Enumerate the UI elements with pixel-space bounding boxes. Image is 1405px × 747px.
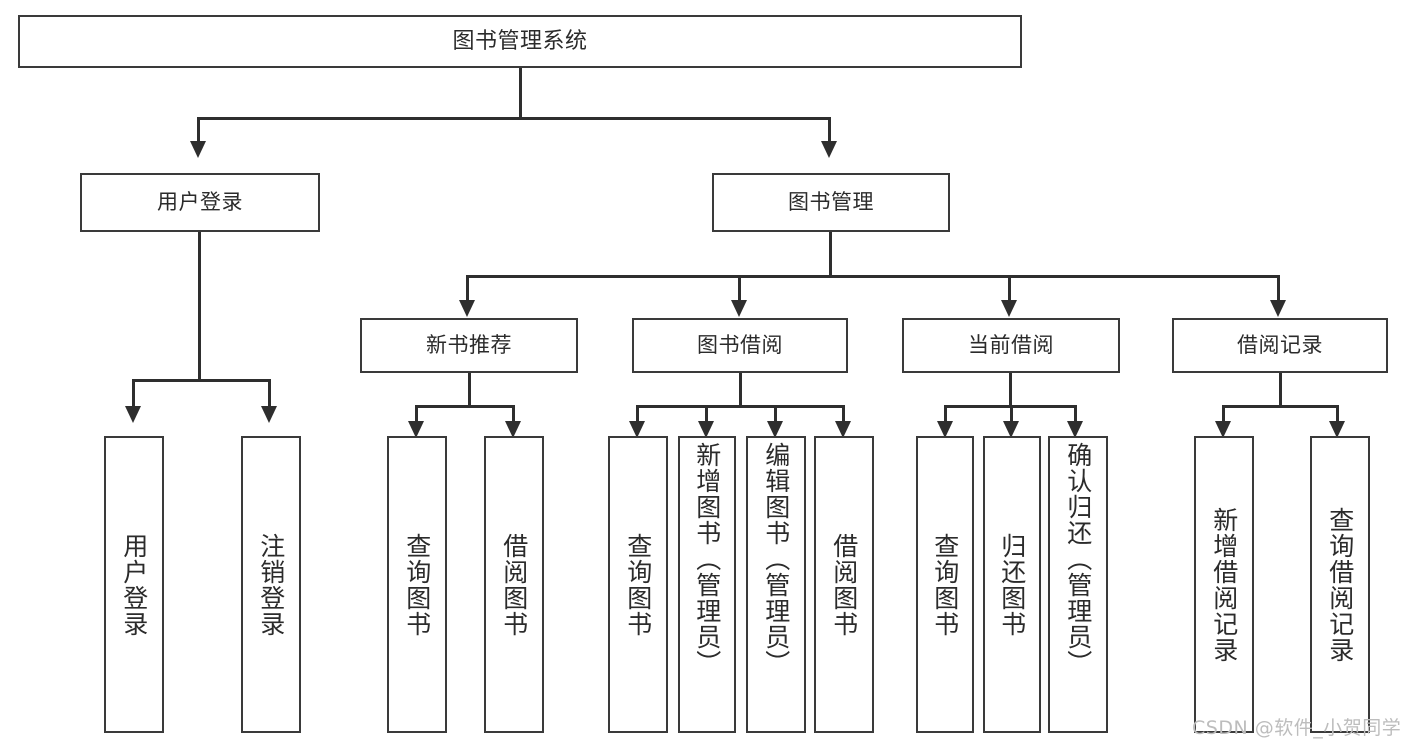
leaf-user-login-login[interactable]: 用户登录	[104, 436, 164, 733]
connector-bb-drop-2	[705, 405, 708, 431]
arrowhead-bm-4	[1270, 300, 1286, 317]
connector-user-login-drop-2	[268, 379, 271, 411]
node-label: 新书推荐	[426, 333, 512, 358]
leaf-new-book-query-book[interactable]: 查询图书	[387, 436, 447, 733]
arrowhead-bm-2	[731, 300, 747, 317]
connector-bb-drop-1	[636, 405, 639, 431]
arrowhead-bb-1	[629, 421, 645, 438]
node-label: 当前借阅	[968, 333, 1054, 358]
node-label: 确认归还（管理员）	[1063, 442, 1093, 676]
connector-bm-drop-1	[466, 275, 469, 305]
node-label: 借阅图书	[829, 532, 859, 637]
connector-nbr-drop-1	[415, 405, 418, 431]
arrowhead-bb-3	[767, 421, 783, 438]
connector-bm-drop-2	[738, 275, 741, 305]
connector-user-login-drop-1	[132, 379, 135, 411]
node-label: 查询图书	[402, 532, 432, 637]
arrowhead-cb-1	[937, 421, 953, 438]
arrowhead-user-login-2	[261, 406, 277, 423]
node-book-borrow[interactable]: 图书借阅	[632, 318, 848, 373]
arrowhead-bb-2	[698, 421, 714, 438]
connector-bm-drop-3	[1008, 275, 1011, 305]
arrowhead-nbr-1	[408, 421, 424, 438]
leaf-book-borrow-query-book[interactable]: 查询图书	[608, 436, 668, 733]
leaf-borrow-record-query-record[interactable]: 查询借阅记录	[1310, 436, 1370, 733]
connector-nbr-drop-2	[512, 405, 515, 431]
connector-book-management-bar	[466, 275, 1280, 278]
watermark-text: CSDN @软件_小贺同学	[1192, 717, 1402, 739]
leaf-new-book-borrow-book[interactable]: 借阅图书	[484, 436, 544, 733]
arrowhead-cb-3	[1067, 421, 1083, 438]
node-label: 编辑图书（管理员）	[761, 442, 791, 676]
leaf-book-borrow-edit-book-admin[interactable]: 编辑图书（管理员）	[746, 436, 806, 733]
node-current-borrow[interactable]: 当前借阅	[902, 318, 1120, 373]
arrowhead-to-user-login	[190, 141, 206, 158]
node-label: 借阅记录	[1237, 333, 1323, 358]
arrowhead-bm-1	[459, 300, 475, 317]
leaf-book-borrow-add-book-admin[interactable]: 新增图书（管理员）	[678, 436, 736, 733]
connector-br-bar	[1222, 405, 1339, 408]
connector-bb-drop-3	[774, 405, 777, 431]
arrowhead-br-2	[1329, 421, 1345, 438]
connector-br-stem	[1279, 373, 1282, 407]
node-label: 归还图书	[997, 532, 1027, 637]
arrowhead-bm-3	[1001, 300, 1017, 317]
connector-root-to-book-management	[828, 117, 831, 145]
leaf-borrow-record-add-record[interactable]: 新增借阅记录	[1194, 436, 1254, 733]
connector-bb-drop-4	[842, 405, 845, 431]
node-borrow-record[interactable]: 借阅记录	[1172, 318, 1388, 373]
leaf-user-login-logout[interactable]: 注销登录	[241, 436, 301, 733]
arrowhead-br-1	[1215, 421, 1231, 438]
leaf-book-borrow-borrow-book[interactable]: 借阅图书	[814, 436, 874, 733]
connector-cb-drop-1	[944, 405, 947, 431]
connector-bb-stem	[739, 373, 742, 407]
connector-root-to-user-login	[197, 117, 200, 145]
connector-root-bar	[197, 117, 831, 120]
arrowhead-bb-4	[835, 421, 851, 438]
connector-br-drop-1	[1222, 405, 1225, 431]
node-label: 图书管理系统	[452, 28, 588, 54]
connector-br-drop-2	[1336, 405, 1339, 431]
connector-book-management-stem	[829, 232, 832, 277]
node-label: 图书借阅	[697, 333, 783, 358]
connector-bb-bar	[636, 405, 845, 408]
node-user-login[interactable]: 用户登录	[80, 173, 320, 232]
node-label: 图书管理	[788, 190, 874, 215]
connector-bm-drop-4	[1277, 275, 1280, 305]
node-root-book-management-system[interactable]: 图书管理系统	[18, 15, 1022, 68]
leaf-current-borrow-confirm-return-admin[interactable]: 确认归还（管理员）	[1048, 436, 1108, 733]
node-label: 借阅图书	[499, 532, 529, 637]
node-label: 查询图书	[623, 532, 653, 637]
connector-cb-stem	[1009, 373, 1012, 407]
node-label: 查询借阅记录	[1325, 506, 1355, 663]
arrowhead-nbr-2	[505, 421, 521, 438]
connector-nbr-stem	[468, 373, 471, 407]
node-label: 新增图书（管理员）	[692, 442, 722, 676]
connector-user-login-stem	[198, 232, 201, 381]
node-book-management[interactable]: 图书管理	[712, 173, 950, 232]
arrowhead-user-login-1	[125, 406, 141, 423]
connector-cb-drop-2	[1010, 405, 1013, 431]
leaf-current-borrow-return-book[interactable]: 归还图书	[983, 436, 1041, 733]
node-label: 查询图书	[930, 532, 960, 637]
node-label: 注销登录	[256, 532, 286, 637]
connector-user-login-bar	[132, 379, 270, 382]
arrowhead-cb-2	[1003, 421, 1019, 438]
arrowhead-to-book-management	[821, 141, 837, 158]
connector-cb-drop-3	[1074, 405, 1077, 431]
node-label: 用户登录	[119, 532, 149, 637]
connector-nbr-bar	[415, 405, 514, 408]
node-new-book-recommend[interactable]: 新书推荐	[360, 318, 578, 373]
node-label: 新增借阅记录	[1209, 506, 1239, 663]
leaf-current-borrow-query-book[interactable]: 查询图书	[916, 436, 974, 733]
connector-root-stem	[519, 68, 522, 118]
node-label: 用户登录	[157, 190, 243, 215]
